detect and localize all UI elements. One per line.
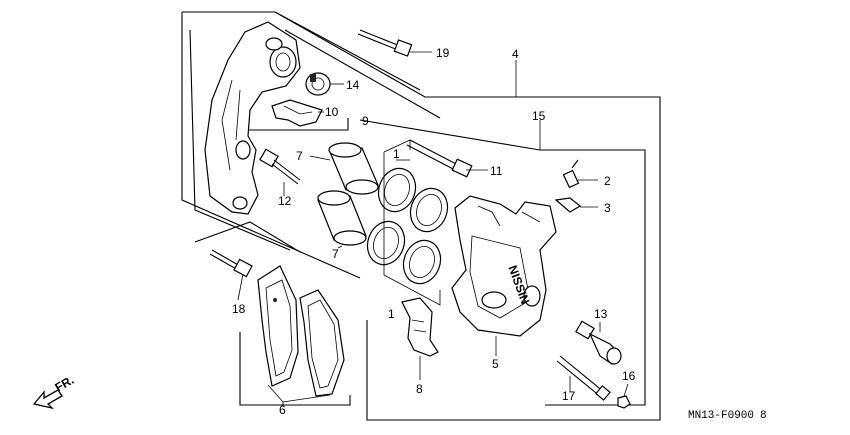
callout-12: 12 (278, 194, 292, 208)
callout-7b: 7 (332, 247, 339, 261)
callout-13: 13 (594, 307, 608, 321)
diagram-code-suffix: 8 (760, 410, 767, 422)
callout-7a: 7 (296, 149, 303, 163)
callout-6: 6 (279, 403, 286, 417)
nut-16 (617, 395, 631, 409)
callout-15: 15 (532, 109, 546, 123)
callout-4: 4 (512, 47, 519, 61)
pad-retainer-8 (401, 297, 439, 357)
callout-9: 9 (362, 114, 369, 128)
bolt-12 (259, 148, 301, 185)
caliper-body-5: NISSIN (451, 195, 557, 337)
brake-pad-6a (257, 265, 299, 387)
callout-16: 16 (622, 369, 636, 383)
callout-8: 8 (416, 382, 423, 396)
bolt-18 (209, 249, 253, 278)
callout-1a: 1 (393, 147, 400, 161)
callout-17: 17 (562, 389, 576, 403)
callout-5: 5 (492, 357, 499, 371)
pad-pin-13 (575, 320, 622, 365)
callout-1b: 1 (388, 307, 395, 321)
callout-11: 11 (490, 164, 503, 178)
bolt-19 (357, 29, 413, 57)
callout-10: 10 (325, 105, 339, 119)
callout-3: 3 (604, 201, 611, 215)
piston-7a (328, 142, 379, 195)
caliper-bracket (204, 21, 301, 215)
callout-2: 2 (604, 174, 611, 188)
leader-lines (237, 51, 629, 406)
slide-pin-11 (406, 139, 473, 178)
callout-18: 18 (232, 302, 246, 316)
front-direction-indicator: FR. (32, 373, 76, 410)
diagram-code: MN13-F0900 (688, 410, 754, 422)
pad-spring-10 (271, 99, 323, 127)
bleeder-cap-3 (554, 197, 582, 213)
front-arrow-icon (32, 389, 63, 410)
piston-seals-1 (366, 139, 449, 306)
assembly-frame-lines (181, 11, 661, 421)
callout-labels: 19 14 10 9 4 15 1 11 7 2 3 12 7 18 1 13 … (232, 46, 636, 417)
piston-7b (317, 190, 367, 246)
pin-boot-14 (305, 72, 331, 96)
brake-pad-6b (299, 289, 345, 397)
bleeder-valve-2 (562, 159, 580, 189)
callout-19: 19 (436, 46, 450, 60)
callout-14: 14 (346, 78, 360, 92)
bolt-17 (556, 355, 611, 401)
